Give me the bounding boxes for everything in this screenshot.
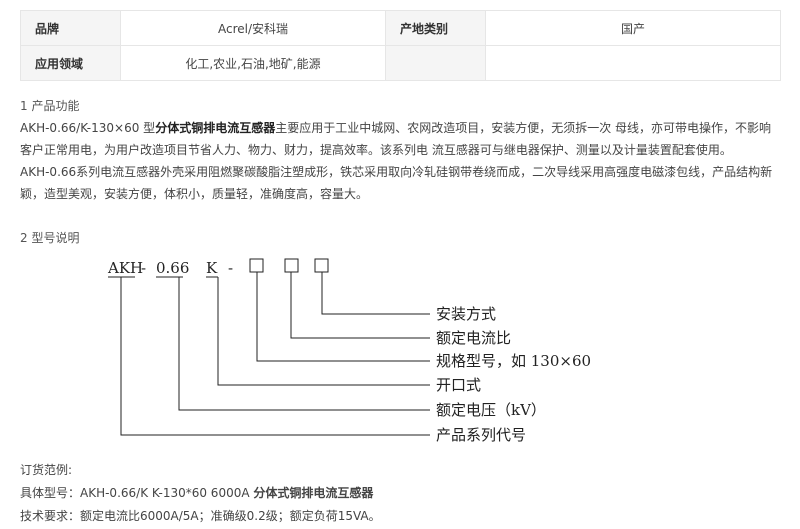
legend-voltage: 额定电压（kV） (436, 401, 546, 419)
function-line-4: 颖，造型美观，安装方便，体积小，质量轻，准确度高，容量大。 (20, 187, 369, 201)
model-box-3 (314, 258, 329, 273)
model-part-voltage: 0.66 (156, 259, 189, 277)
connector-voltage (178, 277, 430, 411)
connector-ratio (290, 272, 430, 339)
spec-table: 品牌 Acrel/安科瑞 产地类别 国产 应用领域 化工,农业,石油,地矿,能源 (20, 10, 781, 81)
connector-spec (256, 272, 430, 362)
empty-label (385, 45, 486, 81)
model-box-1 (249, 258, 264, 273)
legend-install: 安装方式 (436, 305, 496, 323)
table-row: 应用领域 化工,农业,石油,地矿,能源 (20, 45, 781, 81)
model-part-dash2: - (228, 259, 233, 277)
function-line-1: AKH-0.66/K-130×60 型分体式铜排电流互感器主要应用于工业中城网、… (20, 121, 772, 135)
model-part-dash1: - (141, 259, 146, 277)
order-requirements: 技术要求：额定电流比6000A/5A；准确级0.2级；额定负荷15VA。 (20, 509, 381, 523)
legend-open: 开口式 (436, 376, 481, 394)
connector-series (120, 277, 430, 436)
legend-spec: 规格型号，如 130×60 (436, 352, 591, 370)
brand-value: Acrel/安科瑞 (120, 10, 386, 46)
order-title: 订货范例: (20, 463, 73, 477)
connector-install (321, 272, 430, 315)
legend-ratio: 额定电流比 (436, 329, 511, 347)
function-line-2: 客户正常用电，为用户改造项目节省人力、物力、财力，提高效率。该系列电 流互感器可… (20, 143, 732, 157)
function-paragraph: AKH-0.66/K-130×60 型分体式铜排电流互感器主要应用于工业中城网、… (20, 117, 785, 205)
order-model-line: 具体型号：AKH-0.66/K K-130*60 6000A 分体式铜排电流互感… (20, 486, 374, 500)
order-product-bold: 分体式铜排电流互感器 (253, 486, 374, 500)
model-title: 2 型号说明 (20, 231, 80, 245)
brand-label: 品牌 (20, 10, 121, 46)
empty-value (485, 45, 781, 81)
table-row: 品牌 Acrel/安科瑞 产地类别 国产 (20, 10, 781, 46)
connector-open (217, 277, 430, 386)
function-line-3: AKH-0.66系列电流互感器外壳采用阻燃聚碳酸脂注塑成形，铁芯采用取向冷轧硅钢… (20, 165, 773, 179)
application-value: 化工,农业,石油,地矿,能源 (120, 45, 386, 81)
origin-value: 国产 (485, 10, 781, 46)
model-box-2 (284, 258, 299, 273)
model-part-series: AKH (107, 259, 143, 277)
legend-series: 产品系列代号 (436, 426, 526, 444)
function-title: 1 产品功能 (20, 99, 80, 113)
application-label: 应用领域 (20, 45, 121, 81)
product-name-bold: 分体式铜排电流互感器 (155, 121, 276, 135)
origin-label: 产地类别 (385, 10, 486, 46)
model-part-open: K (206, 259, 218, 277)
